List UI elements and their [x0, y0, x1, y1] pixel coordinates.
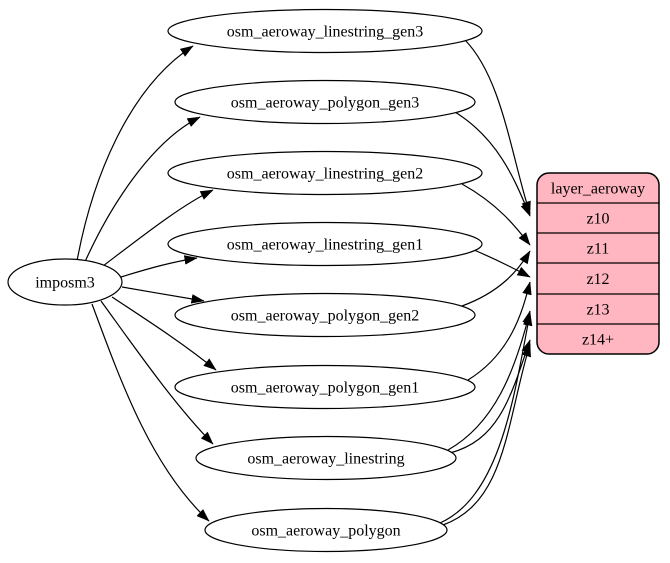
zoom-row-z11: z11: [587, 241, 610, 258]
node-osm-aeroway-polygon-gen2: osm_aeroway_polygon_gen2: [174, 292, 476, 338]
edge-imposm3-to-linestring-gen1: [120, 255, 198, 278]
node-ellipse: [174, 79, 476, 125]
edge-polygon-gen1-to-z12: [467, 281, 532, 381]
node-osm-aeroway-linestring-gen1: osm_aeroway_linestring_gen1: [167, 221, 483, 267]
edge-linestring-gen2-to-z11: [461, 183, 531, 246]
node-label: osm_aeroway_linestring_gen1: [227, 237, 423, 254]
node-ellipse: [204, 507, 448, 553]
layer-title: layer_aeroway: [551, 181, 645, 198]
edge-polygon-to-z14: [442, 343, 531, 526]
zoom-row-z12: z12: [586, 271, 609, 288]
node-layer-aeroway: layer_aeroway z10 z11 z12 z13 z14+: [536, 172, 660, 355]
edge-linestring-gen3-to-z10: [464, 39, 531, 215]
node-ellipse: [167, 8, 483, 54]
edge-imposm3-to-polygon-gen3: [83, 116, 201, 265]
node-label: osm_aeroway_linestring_gen3: [227, 24, 423, 41]
node-label: osm_aeroway_polygon: [251, 523, 400, 540]
node-ellipse: [174, 292, 476, 338]
edge-imposm3-to-linestring-gen2: [98, 189, 214, 270]
zoom-row-z13: z13: [586, 302, 609, 319]
node-ellipse: [7, 258, 123, 306]
node-label: osm_aeroway_polygon_gen2: [231, 308, 419, 325]
node-osm-aeroway-linestring: osm_aeroway_linestring: [195, 435, 457, 481]
node-label: osm_aeroway_linestring_gen2: [227, 166, 423, 183]
zoom-row-z14plus: z14+: [582, 332, 614, 349]
edge-imposm3-to-polygon-gen2: [121, 286, 205, 304]
edge-imposm3-to-linestring: [100, 300, 214, 445]
node-label: osm_aeroway_linestring: [247, 451, 404, 468]
edge-polygon-gen3-to-z10: [454, 111, 531, 217]
edges-tables-to-layer: [439, 39, 533, 526]
edges-source-to-tables: [76, 45, 217, 522]
node-osm-aeroway-linestring-gen2: osm_aeroway_linestring_gen2: [167, 150, 483, 196]
edge-linestring-gen1-to-z12: [473, 249, 531, 278]
node-osm-aeroway-polygon-gen3: osm_aeroway_polygon_gen3: [174, 79, 476, 125]
node-osm-aeroway-linestring-gen3: osm_aeroway_linestring_gen3: [167, 8, 483, 54]
edge-linestring-to-z13: [447, 310, 532, 451]
node-label: osm_aeroway_polygon_gen1: [231, 380, 419, 397]
node-ellipse: [167, 150, 483, 196]
edge-linestring-to-z14: [449, 339, 531, 454]
edge-polygon-gen2-to-z11: [461, 250, 531, 307]
node-label: imposm3: [35, 275, 95, 292]
edge-imposm3-to-linestring-gen3: [76, 45, 194, 262]
node-ellipse: [167, 221, 483, 267]
node-ellipse: [195, 435, 457, 481]
node-ellipse: [174, 364, 476, 410]
edge-imposm3-to-polygon-gen1: [111, 296, 217, 371]
node-imposm3: imposm3: [7, 258, 123, 306]
edge-imposm3-to-polygon: [91, 303, 210, 522]
zoom-row-z10: z10: [586, 211, 609, 228]
node-osm-aeroway-polygon-gen1: osm_aeroway_polygon_gen1: [174, 364, 476, 410]
node-osm-aeroway-polygon: osm_aeroway_polygon: [204, 507, 448, 553]
node-label: osm_aeroway_polygon_gen3: [231, 95, 419, 112]
